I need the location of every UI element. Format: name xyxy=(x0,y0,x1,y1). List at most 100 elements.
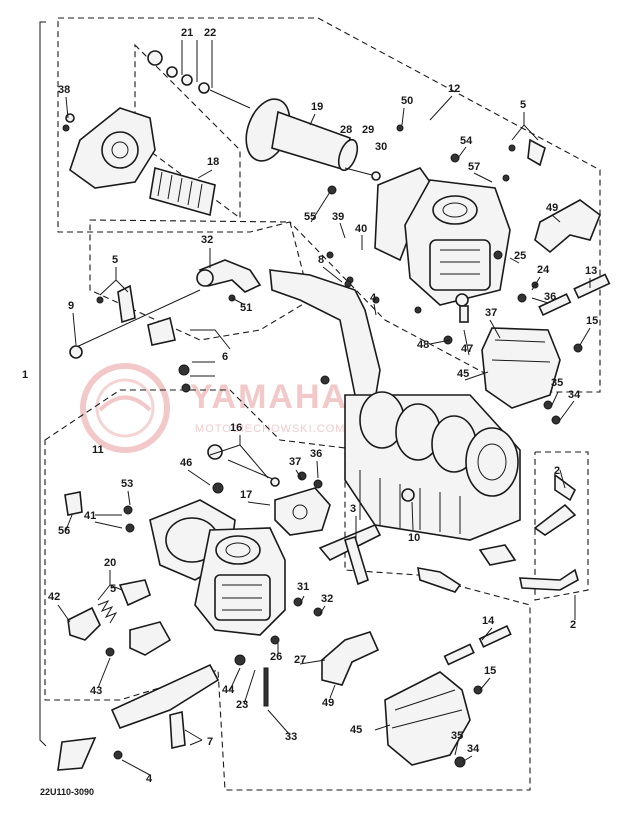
label-49b: 49 xyxy=(322,697,334,709)
tee-fitting-3 xyxy=(318,523,382,586)
carburetor-bank-10 xyxy=(344,391,521,541)
label-42: 42 xyxy=(48,591,60,603)
label-28: 28 xyxy=(340,124,352,136)
float-bowl-45-upper xyxy=(481,327,561,409)
label-38: 38 xyxy=(58,84,70,96)
label-20: 20 xyxy=(104,557,116,569)
label-45a: 45 xyxy=(457,368,469,380)
label-29: 29 xyxy=(362,124,374,136)
bracket-bar-7 xyxy=(110,663,220,749)
jet-needle-parts xyxy=(147,40,251,109)
label-26: 26 xyxy=(270,651,282,663)
label-37a: 37 xyxy=(485,307,497,319)
label-47: 47 xyxy=(461,343,473,355)
screws-5-top xyxy=(508,138,546,167)
label-17: 17 xyxy=(240,489,252,501)
label-51: 51 xyxy=(240,302,252,314)
part-17-block xyxy=(274,487,331,536)
label-56: 56 xyxy=(58,525,70,537)
label-35b: 35 xyxy=(451,730,463,742)
label-36b: 36 xyxy=(310,448,322,460)
diagram-code: 22U110-3090 xyxy=(40,787,94,797)
diaphragm-cover-38 xyxy=(65,107,156,189)
part-number-labels: 1 2 2 3 4 4 5 5 6 7 8 9 10 11 12 13 14 1… xyxy=(22,27,598,797)
label-15a: 15 xyxy=(586,315,598,327)
label-50: 50 xyxy=(401,95,413,107)
lever-43 xyxy=(129,621,172,656)
label-11: 11 xyxy=(92,444,104,456)
label-46: 46 xyxy=(180,457,192,469)
watermark-brand: YAMAHA xyxy=(190,378,348,416)
elbow-hose-52 xyxy=(196,259,262,293)
label-8: 8 xyxy=(318,254,324,266)
lower-carburetor-body xyxy=(149,499,286,636)
label-30: 30 xyxy=(375,141,387,153)
upper-carb-group-outline xyxy=(57,17,601,393)
bracket-49-lower xyxy=(321,631,380,686)
part-16-screws xyxy=(207,444,280,487)
label-45b: 45 xyxy=(350,724,362,736)
upper-carburetor-body xyxy=(374,167,511,323)
label-35a: 35 xyxy=(551,377,563,389)
leader-lines xyxy=(57,95,591,776)
label-34b: 34 xyxy=(467,743,480,755)
label-53: 53 xyxy=(121,478,133,490)
label-54: 54 xyxy=(460,135,473,147)
label-18: 18 xyxy=(207,156,219,168)
label-36a: 36 xyxy=(544,291,556,303)
label-44: 44 xyxy=(222,684,235,696)
part-tag-bottom-left xyxy=(57,737,97,771)
label-21: 21 xyxy=(181,27,193,39)
label-25: 25 xyxy=(514,250,526,262)
label-40: 40 xyxy=(355,223,367,235)
hose-13 xyxy=(538,273,611,317)
label-55: 55 xyxy=(304,211,316,223)
label-4a: 4 xyxy=(370,292,377,304)
label-23: 23 xyxy=(236,699,248,711)
lower-carb-group-outline xyxy=(44,389,531,791)
label-31: 31 xyxy=(297,581,309,593)
label-2b: 2 xyxy=(570,619,576,631)
label-24: 24 xyxy=(537,264,550,276)
vacuum-piston-19 xyxy=(245,98,359,172)
watermark: YAMAHA MOTOCIECHOWSKI.COM.PL YAMAHA xyxy=(80,363,419,453)
needle-parts-28-30 xyxy=(344,167,381,181)
spring-18 xyxy=(149,166,216,217)
label-1: 1 xyxy=(22,369,28,381)
label-37b: 37 xyxy=(289,456,301,468)
label-4b: 4 xyxy=(146,773,153,785)
label-5a: 5 xyxy=(520,99,526,111)
label-15b: 15 xyxy=(484,665,496,677)
mid-linkage-outline xyxy=(89,219,311,341)
label-12: 12 xyxy=(448,83,460,95)
part-42 xyxy=(67,606,101,641)
label-7: 7 xyxy=(207,736,213,748)
label-5b: 5 xyxy=(112,254,118,266)
label-2: 2 xyxy=(554,465,560,477)
label-5c: 5 xyxy=(110,583,116,595)
label-41: 41 xyxy=(84,510,96,522)
label-34a: 34 xyxy=(568,389,581,401)
label-3: 3 xyxy=(350,503,356,515)
label-6: 6 xyxy=(222,351,228,363)
label-10: 10 xyxy=(408,532,420,544)
assembly-bracket xyxy=(39,21,47,747)
label-9: 9 xyxy=(68,300,74,312)
float-bowl-45-lower xyxy=(384,671,471,766)
label-57: 57 xyxy=(468,161,480,173)
label-32b: 32 xyxy=(321,593,333,605)
label-33: 33 xyxy=(285,731,297,743)
label-22: 22 xyxy=(204,27,216,39)
hose-14 xyxy=(443,624,512,666)
label-14: 14 xyxy=(482,615,495,627)
bracket-49-top xyxy=(534,199,601,254)
label-19: 19 xyxy=(311,101,323,113)
linkage-rod-9 xyxy=(69,284,201,359)
part-56 xyxy=(64,491,83,516)
label-16: 16 xyxy=(230,422,242,434)
label-13: 13 xyxy=(585,265,597,277)
label-32a: 32 xyxy=(201,234,213,246)
hose-group-outline xyxy=(534,451,589,601)
label-39: 39 xyxy=(332,211,344,223)
